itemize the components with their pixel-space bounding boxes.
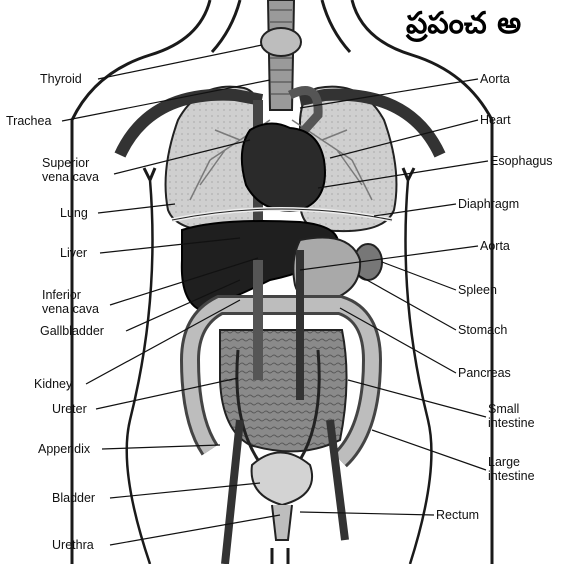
label-bladder: Bladder bbox=[52, 491, 95, 505]
bladder-shape bbox=[252, 453, 313, 506]
page-title-fragment: ప్రపంచ అ bbox=[406, 6, 521, 48]
label-rectum: Rectum bbox=[436, 508, 479, 522]
label-superior-vena-cava: Superior vena cava bbox=[42, 156, 99, 184]
label-aorta-mid: Aorta bbox=[480, 239, 510, 253]
label-trachea: Trachea bbox=[6, 114, 51, 128]
label-appendix: Appendix bbox=[38, 442, 90, 456]
label-aorta-top: Aorta bbox=[480, 72, 510, 86]
label-spleen: Spleen bbox=[458, 283, 497, 297]
label-small-intestine: Small intestine bbox=[488, 402, 535, 430]
label-esophagus: Esophagus bbox=[490, 154, 553, 168]
label-large-intestine: Large intestine bbox=[488, 455, 535, 483]
heart-shape bbox=[242, 123, 325, 210]
label-thyroid: Thyroid bbox=[40, 72, 82, 86]
label-inferior-vena-cava: Inferior vena cava bbox=[42, 288, 99, 316]
label-liver: Liver bbox=[60, 246, 87, 260]
label-lung: Lung bbox=[60, 206, 88, 220]
thyroid-shape bbox=[261, 28, 301, 56]
label-stomach: Stomach bbox=[458, 323, 507, 337]
label-ureter: Ureter bbox=[52, 402, 87, 416]
label-gallbladder: Gallbladder bbox=[40, 324, 104, 338]
label-heart: Heart bbox=[480, 113, 511, 127]
label-pancreas: Pancreas bbox=[458, 366, 511, 380]
label-urethra: Urethra bbox=[52, 538, 94, 552]
label-kidney: Kidney bbox=[34, 377, 72, 391]
label-diaphragm: Diaphragm bbox=[458, 197, 519, 211]
